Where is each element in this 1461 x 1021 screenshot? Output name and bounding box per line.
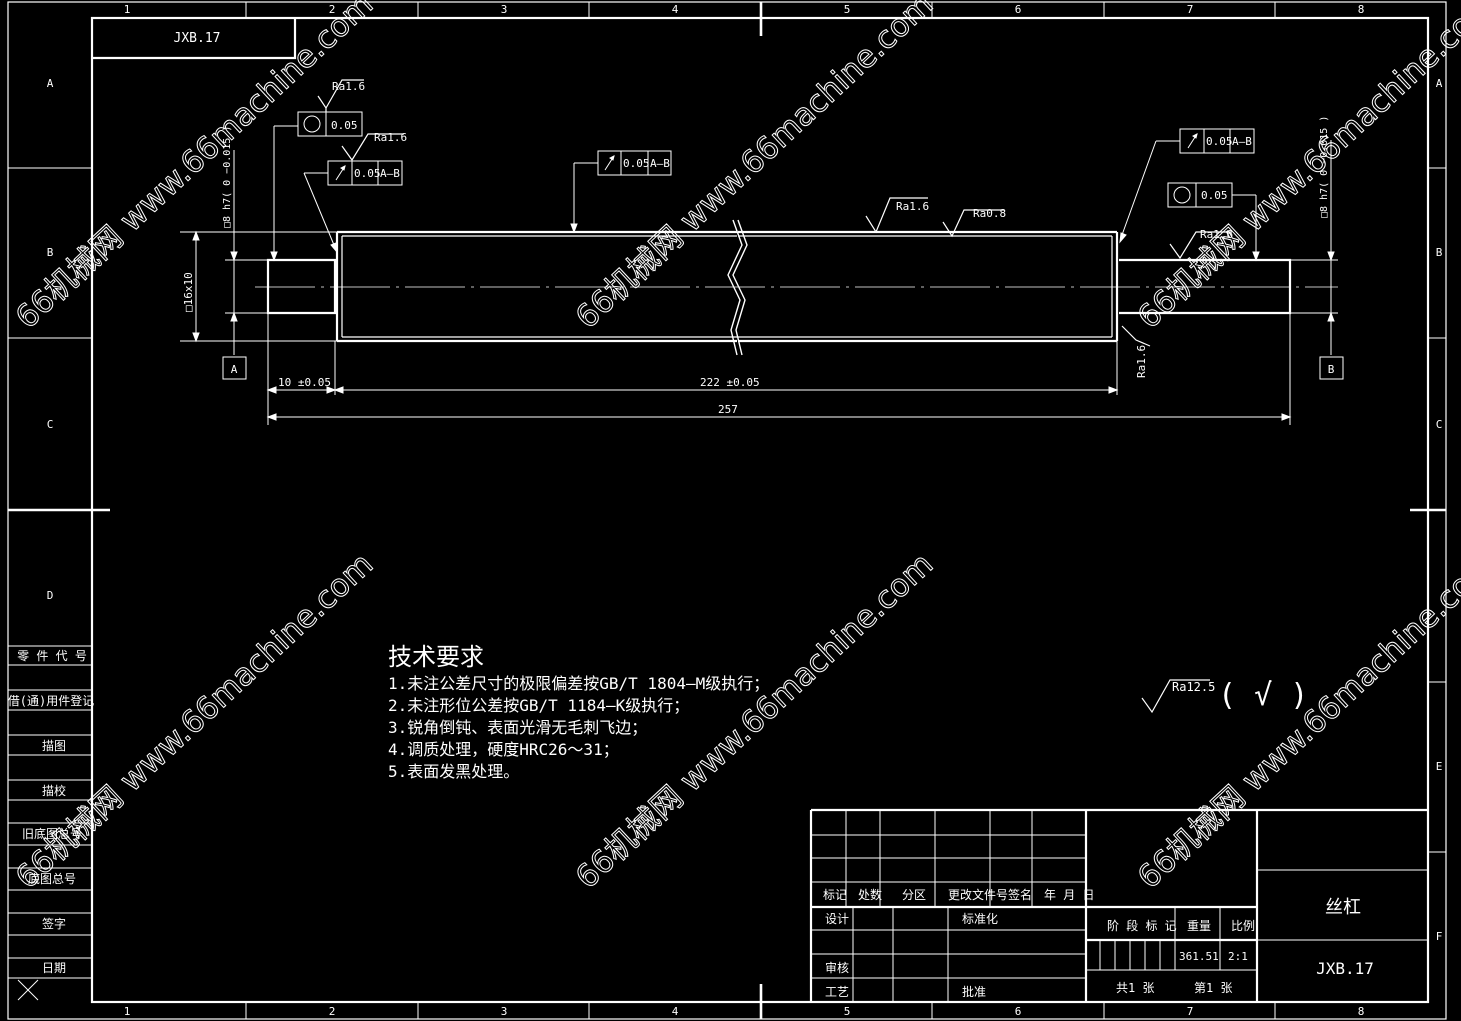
left-strip [8, 645, 92, 1001]
strip-part-code: 零 件 代 号 [17, 649, 87, 663]
tb-header-date: 年 月 日 [1044, 888, 1094, 902]
general-roughness-check: ( √ ) [1218, 678, 1308, 713]
sheet-frame [7, 1, 1447, 1020]
gdt-runout-left-datum: A—B [380, 167, 400, 180]
tb-process: 工艺 [825, 985, 849, 999]
datum-b: B [1319, 356, 1344, 380]
gdt-runout-left-value: 0.05 [354, 167, 381, 180]
datum-a: A [222, 356, 247, 380]
zone-row-left-a: A [47, 77, 54, 90]
strip-trace: 描图 [42, 739, 66, 753]
gdt-circ-left-value: 0.05 [331, 119, 358, 132]
tb-design: 设计 [825, 912, 849, 926]
dim-fit-left: □8 h7( 0 −0.015 ) [222, 126, 233, 228]
tb-sheets-total: 共1 张 [1116, 981, 1154, 995]
dim-10: 10 ±0.05 [278, 376, 331, 389]
tb-header-doc-sign: 更改文件号签名 [948, 887, 1032, 902]
tb-sheet-no: 第1 张 [1194, 981, 1232, 995]
gdt-runout-right-datum: A—B [1232, 135, 1252, 148]
zone-row-left-d: D [47, 589, 54, 602]
roughness-general: Ra12.5 [1172, 680, 1215, 694]
zone-col-bottom-3: 3 [501, 1005, 508, 1018]
zone-labels: 1 2 3 4 5 6 7 8 1 2 3 4 5 6 7 8 A B C D … [47, 3, 1443, 1018]
strip-trace-check: 描校 [42, 783, 66, 798]
watermark-3: 66机械网 www.66machine.com [1131, 0, 1461, 336]
tb-weight: 重量 [1187, 919, 1211, 933]
tech-note-3: 3.锐角倒钝、表面光滑无毛刺飞边； [388, 718, 647, 737]
code-box-text: JXB.17 [174, 31, 221, 46]
dim-257: 257 [718, 403, 738, 416]
strip-date: 日期 [42, 961, 66, 975]
strip-signature: 签字 [42, 916, 66, 931]
zone-col-bottom-1: 1 [124, 1005, 131, 1018]
dimension-lines [180, 140, 1338, 425]
dim-222: 222 ±0.05 [700, 376, 760, 389]
zone-col-bottom-2: 2 [329, 1005, 336, 1018]
tb-approve: 批准 [962, 984, 986, 999]
tech-title: 技术要求 [388, 643, 484, 671]
gdt-circ-right-value: 0.05 [1201, 189, 1228, 202]
shaft-part [255, 219, 1338, 356]
tb-drawing-code: JXB.17 [1316, 959, 1374, 978]
roughness-left-2: Ra1.6 [374, 131, 407, 144]
tech-note-2: 2.未注形位公差按GB/T 1184—K级执行； [388, 696, 689, 715]
zone-row-right-f: F [1436, 930, 1443, 943]
zone-col-bottom-6: 6 [1015, 1005, 1022, 1018]
strip-base-no: 底图总号 [28, 871, 76, 886]
tech-note-5: 5.表面发黑处理。 [388, 762, 519, 781]
tb-scale-value: 2:1 [1228, 950, 1248, 963]
tb-header-count: 处数 [858, 887, 882, 902]
strip-borrow-register: 借(通)用件登记 [8, 693, 94, 708]
tb-standardization: 标准化 [962, 912, 998, 926]
tb-review: 审核 [825, 960, 849, 975]
tb-header-mark: 标记 [823, 888, 847, 902]
roughness-right-top: Ra1.6 [1200, 228, 1233, 241]
dim-fit-right: □8 h7( 0 −0.015 ) [1319, 116, 1330, 218]
datum-a-label: A [231, 363, 238, 376]
tb-part-name: 丝杠 [1325, 897, 1361, 918]
watermark-6: 66机械网 www.66machine.com [1131, 546, 1461, 896]
zone-row-right-c: C [1436, 418, 1443, 431]
zone-row-right-e: E [1436, 760, 1443, 773]
tb-scale: 比例 [1231, 919, 1255, 933]
zone-col-top-2: 2 [329, 3, 336, 16]
roughness-right-bottom: Ra1.6 [1135, 345, 1148, 378]
tb-header-zone: 分区 [902, 888, 926, 902]
datum-b-label: B [1328, 363, 1335, 376]
zone-col-top-1: 1 [124, 3, 131, 16]
code-box: JXB.17 [92, 18, 297, 60]
zone-row-right-b: B [1436, 246, 1443, 259]
zone-col-bottom-4: 4 [672, 1005, 679, 1018]
tb-weight-value: 361.51 [1179, 950, 1219, 963]
zone-col-top-7: 7 [1187, 3, 1194, 16]
tb-stage: 阶 段 标 记 [1107, 918, 1177, 933]
dim-square-16x10: □16x10 [182, 272, 195, 312]
gdt-runout-mid-datum: A—B [650, 157, 670, 170]
strip-old-base-no: 旧底图总号 [22, 826, 82, 841]
gdt-frames [270, 111, 1260, 262]
gdt-runout-mid-value: 0.05 [623, 157, 650, 170]
technical-requirements: 技术要求 1.未注公差尺寸的极限偏差按GB/T 1804—M级执行； 2.未注形… [388, 643, 769, 781]
zone-col-top-5: 5 [844, 3, 851, 16]
zone-col-bottom-5: 5 [844, 1005, 851, 1018]
gdt-runout-right-value: 0.05 [1206, 135, 1233, 148]
zone-col-top-3: 3 [501, 3, 508, 16]
tech-note-1: 1.未注公差尺寸的极限偏差按GB/T 1804—M级执行； [388, 674, 769, 693]
zone-row-left-c: C [47, 418, 54, 431]
zone-col-top-4: 4 [672, 3, 679, 16]
roughness-mid-1: Ra1.6 [896, 200, 929, 213]
zone-col-top-8: 8 [1358, 3, 1365, 16]
zone-row-left-b: B [47, 246, 54, 259]
zone-col-bottom-7: 7 [1187, 1005, 1194, 1018]
roughness-mid-2: Ra0.8 [973, 207, 1006, 220]
roughness-left-top: Ra1.6 [332, 80, 365, 93]
zone-col-bottom-8: 8 [1358, 1005, 1365, 1018]
zone-row-right-a: A [1436, 77, 1443, 90]
zone-col-top-6: 6 [1015, 3, 1022, 16]
title-block [809, 808, 1428, 1002]
watermark-4: 66机械网 www.66machine.com [9, 546, 380, 896]
roughness-symbols [317, 79, 1232, 714]
tech-note-4: 4.调质处理，硬度HRC26～31； [388, 740, 619, 759]
